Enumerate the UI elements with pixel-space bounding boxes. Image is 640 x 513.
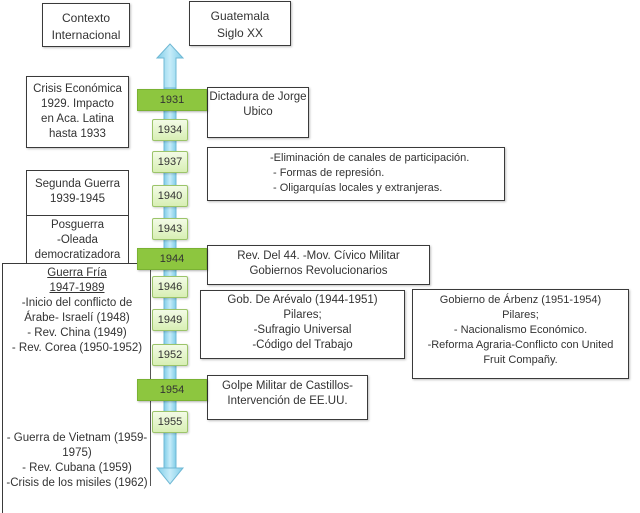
ubico-box: Dictadura de Jorge Ubico — [207, 87, 309, 138]
year-marker-1949: 1949 — [152, 309, 188, 331]
arrow-down-head — [155, 467, 185, 485]
ubico-line: Ubico — [243, 106, 273, 118]
arbenz-box: Gobierno de Árbenz (1951-1954) Pilares; … — [412, 289, 629, 379]
ww2-line: 1939-1945 — [50, 193, 105, 205]
guerra-fria-item: - Rev. China (1949) — [27, 327, 127, 339]
year-marker-1940: 1940 — [152, 185, 188, 207]
golpe-box: Golpe Militar de Castillos- Intervención… — [207, 375, 368, 420]
year-marker-1934: 1934 — [152, 119, 188, 141]
year-marker-1955: 1955 — [152, 411, 188, 433]
golpe-line: Intervención de EE.UU. — [227, 395, 348, 407]
revolucion-line: Gobiernos Revolucionarios — [249, 265, 388, 277]
guerra-fria-item: - Rev. Corea (1950-1952) — [11, 342, 143, 354]
arrow-up-head — [155, 43, 185, 91]
segunda-guerra-box: Segunda Guerra 1939-1945 — [26, 170, 129, 216]
guerra-fria-title: Guerra Fría — [47, 267, 107, 279]
year-marker-1943: 1943 — [152, 218, 188, 240]
year-marker-1954: 1954 — [137, 379, 207, 401]
ubico-line: Dictadura de Jorge — [209, 91, 307, 103]
ubico-feature: -Eliminación de canales de participación… — [270, 152, 470, 164]
arbenz-line: - Nacionalismo Económico. — [453, 324, 588, 336]
year-marker-1944: 1944 — [137, 248, 207, 270]
guerra-fria-item: Árabe- Israelí (1948) — [24, 312, 130, 324]
arevalo-line: Pilares; — [283, 309, 322, 321]
guerra-fria-right-border — [150, 263, 151, 486]
year-marker-1931: 1931 — [137, 89, 207, 111]
arevalo-line: Gob. De Arévalo (1944-1951) — [227, 294, 378, 306]
header-guatemala-line: Siglo XX — [216, 26, 264, 40]
guerra-fria-later-item: - Rev. Cubana (1959) — [22, 462, 132, 474]
guerra-fria-later-item: -Crisis de los misiles (1962) — [6, 477, 148, 489]
crisis-line: 1929. Impacto — [41, 98, 114, 110]
header-international: Contexto Internacional — [42, 3, 130, 47]
crisis-line: en Aca. Latina — [41, 113, 114, 125]
posguerra-box: Posguerra -Oleada democratizadora — [26, 215, 129, 265]
arbenz-line: Pilares; — [502, 309, 539, 321]
arbenz-line: Fruit Compañy. — [483, 354, 558, 366]
revolucion-box: Rev. Del 44. -Mov. Cívico Militar Gobier… — [207, 245, 430, 285]
guerra-fria-item: -Inicio del conflicto de — [21, 297, 133, 309]
golpe-line: Golpe Militar de Castillos- — [221, 380, 353, 392]
guerra-fria-later-item: - Guerra de Vietnam (1959- — [6, 432, 148, 444]
arbenz-line: -Reforma Agraria-Conflicto con United — [427, 339, 614, 351]
revolucion-line: Rev. Del 44. -Mov. Cívico Militar — [237, 250, 400, 262]
posguerra-line: -Oleada — [57, 234, 98, 246]
header-international-line: Contexto — [61, 11, 111, 25]
header-guatemala-line: Guatemala — [210, 9, 270, 23]
ubico-feature: - Formas de represión. — [273, 167, 385, 179]
ubico-features-box: -Eliminación de canales de participación… — [207, 147, 505, 201]
year-marker-1946: 1946 — [152, 276, 188, 298]
arevalo-line: -Sufragio Universal — [253, 324, 352, 336]
arevalo-line: -Código del Trabajo — [252, 339, 353, 351]
ubico-feature: - Oligarquías locales y extranjeras. — [273, 182, 443, 194]
arevalo-box: Gob. De Arévalo (1944-1951) Pilares; -Su… — [200, 290, 405, 359]
ww2-line: Segunda Guerra — [34, 178, 121, 190]
guerra-fria-later-item: 1975) — [62, 447, 92, 459]
crisis-line: Crisis Económica — [33, 83, 122, 95]
guerra-fria-box: Guerra Fría 1947-1989 -Inicio del confli… — [2, 263, 151, 513]
header-international-line: Internacional — [51, 28, 121, 42]
posguerra-line: Posguerra — [50, 219, 105, 231]
year-marker-1952: 1952 — [152, 344, 188, 366]
guerra-fria-years: 1947-1989 — [49, 282, 105, 294]
arbenz-line: Gobierno de Árbenz (1951-1954) — [439, 294, 602, 306]
year-marker-1937: 1937 — [152, 151, 188, 173]
crisis-economica-box: Crisis Económica 1929. Impacto en Aca. L… — [26, 76, 129, 148]
posguerra-line: democratizadora — [34, 249, 121, 261]
header-guatemala: Guatemala Siglo XX — [189, 1, 291, 46]
crisis-line: hasta 1933 — [49, 128, 106, 140]
